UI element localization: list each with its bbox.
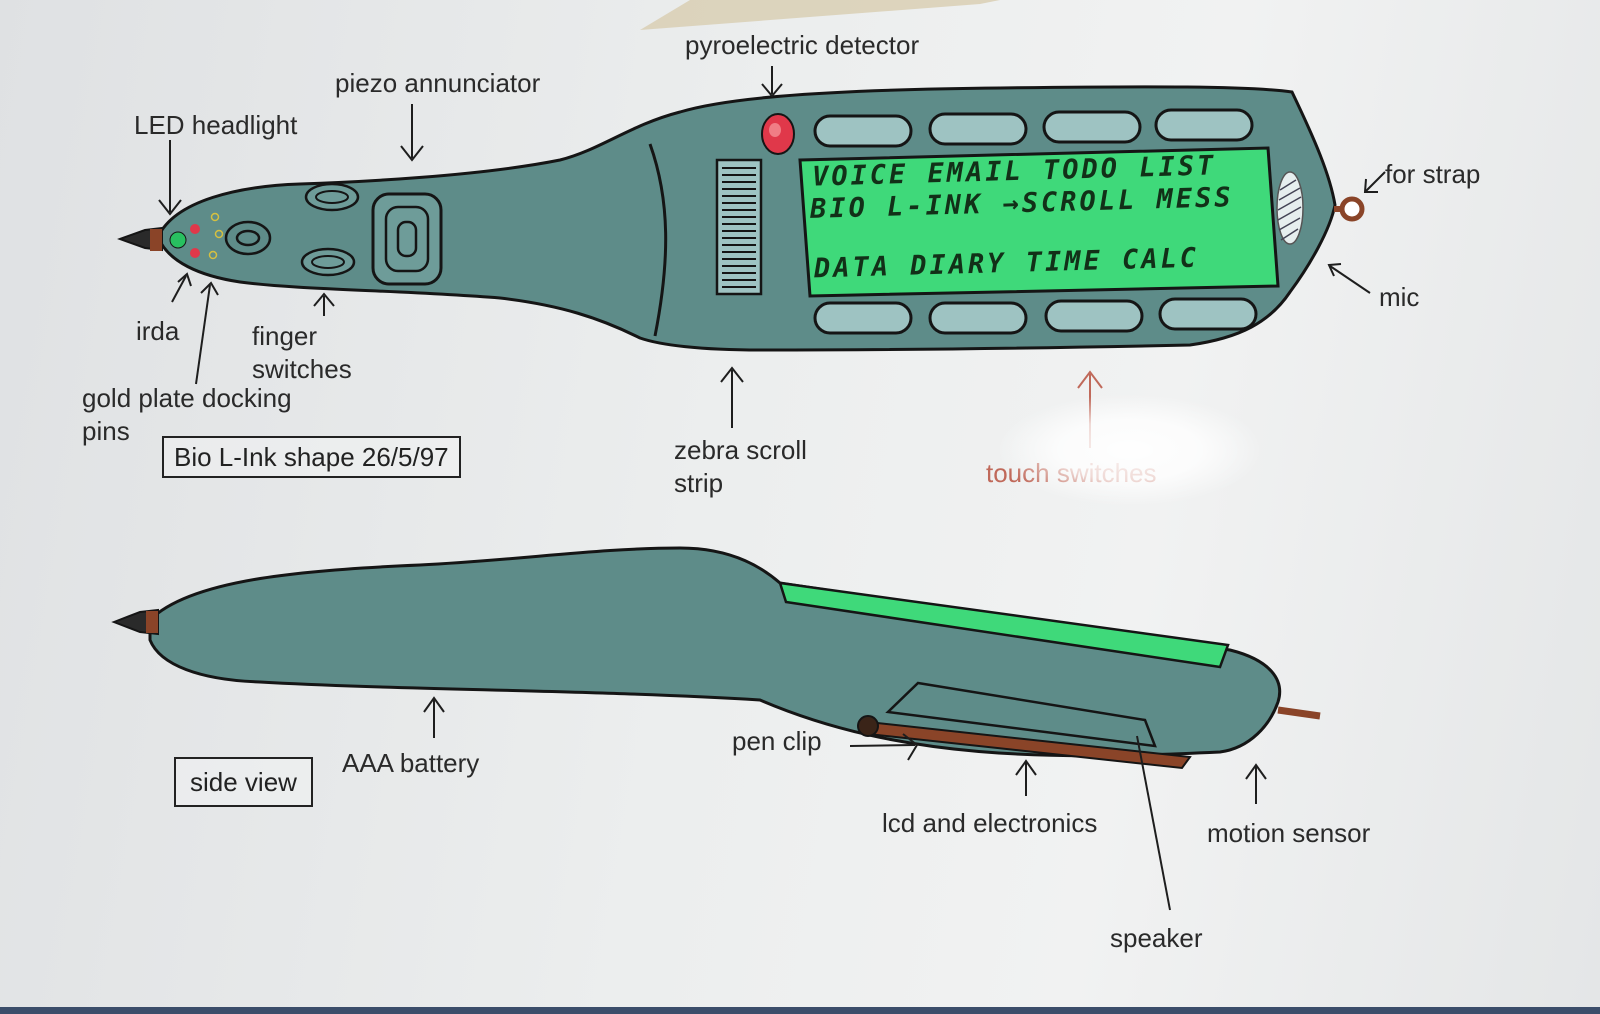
touch-switch-bottom-4 [1158, 297, 1258, 331]
led-headlight-green [169, 231, 187, 249]
finger-switch-bottom-inner [311, 255, 345, 269]
label-finger-switches: finger switches [252, 321, 352, 384]
label-piezo-annunciator: piezo annunciator [335, 68, 541, 98]
gold-pin-3 [208, 250, 218, 260]
touch-switch-bottom-2 [928, 301, 1028, 335]
finger-switch-top [304, 182, 360, 212]
touch-switch-bottom-3 [1044, 299, 1144, 333]
label-gold-plate-docking-pins: gold plate docking pins [82, 383, 292, 446]
side-pen-clip-hinge [857, 715, 879, 737]
gold-pin-1 [210, 212, 220, 222]
paper-corner [640, 0, 1000, 30]
led-red-2 [190, 248, 200, 258]
label-for-strap: for strap [1385, 159, 1481, 189]
top-device-tip-copper [150, 229, 162, 251]
mic-grille-lines [1277, 179, 1302, 241]
led-red-1 [190, 224, 200, 234]
finger-switch-top-inner [315, 190, 349, 204]
strap-ring [1339, 196, 1365, 222]
touch-switch-top-1 [813, 114, 913, 148]
label-mic: mic [1379, 282, 1420, 312]
label-pyroelectric-detector: pyroelectric detector [685, 30, 920, 60]
touch-switch-bottom-1 [813, 301, 913, 335]
label-irda: irda [136, 316, 180, 346]
side-view-box: side view [174, 757, 313, 807]
label-speaker: speaker [1110, 923, 1203, 953]
side-lcd-strip [778, 581, 1230, 669]
thumb-pad-mid [384, 205, 430, 273]
thumb-pad-inner [396, 220, 418, 258]
piezo-circle-outer [224, 220, 272, 256]
label-touch-switches: touch switches [986, 458, 1157, 488]
leader-lines [158, 66, 1386, 911]
side-electronics-housing [885, 681, 1157, 748]
gold-pin-2 [214, 229, 224, 239]
label-zebra-scroll-strip: zebra scroll strip [674, 435, 807, 498]
zebra-lines [722, 167, 756, 288]
finger-switch-bottom [300, 247, 356, 277]
touch-switches-arrow [1077, 370, 1103, 448]
title-box: Bio L-Ink shape 26/5/97 [162, 436, 461, 478]
label-motion-sensor: motion sensor [1207, 818, 1371, 848]
label-led-headlight: LED headlight [134, 110, 298, 140]
body-seam [648, 143, 668, 337]
touch-switch-top-3 [1042, 110, 1142, 144]
side-rear-stub [1277, 706, 1321, 720]
touch-switch-top-2 [928, 112, 1028, 146]
pyroelectric-sensor-glint [769, 123, 781, 137]
touch-switch-top-4 [1154, 108, 1254, 142]
thumb-pad-outer [371, 192, 443, 286]
label-lcd-and-electronics: lcd and electronics [882, 808, 1098, 838]
label-pen-clip: pen clip [732, 726, 822, 756]
label-aaa-battery: AAA battery [342, 748, 480, 778]
top-lcd-screen [798, 146, 1280, 298]
piezo-circle-inner [235, 229, 261, 247]
bottom-edge-bar [0, 1007, 1600, 1014]
side-device-tip-copper [146, 611, 158, 633]
